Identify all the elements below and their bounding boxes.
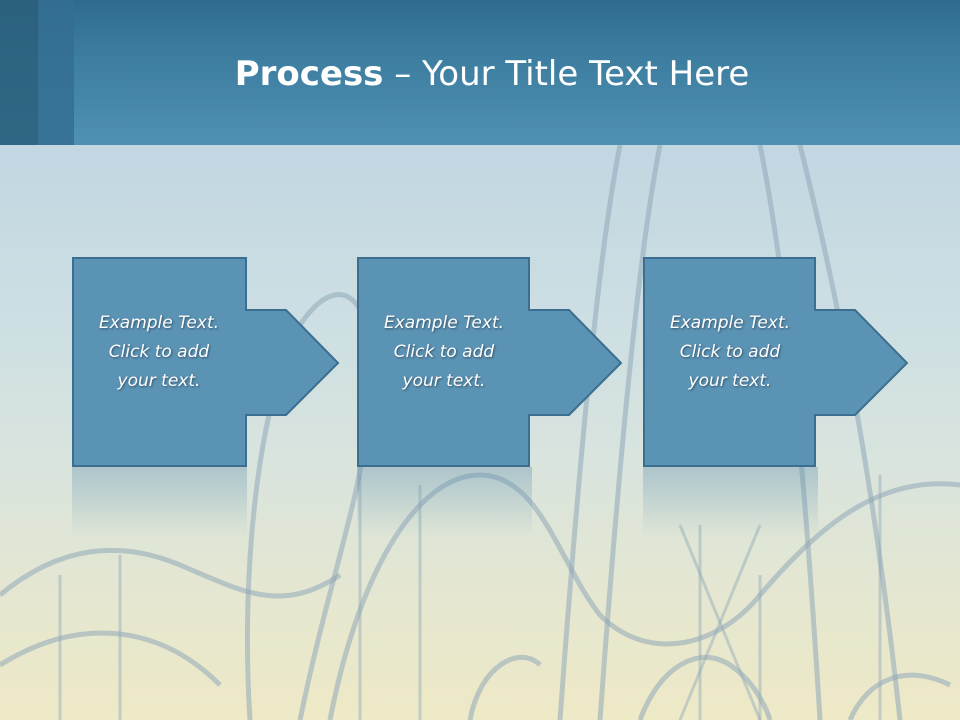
process-step-1[interactable]: Example Text. Click to add your text. — [72, 257, 342, 467]
slide-title[interactable]: Process – Your Title Text Here — [0, 52, 960, 96]
title-bar: Process – Your Title Text Here — [0, 0, 960, 145]
process-step-3[interactable]: Example Text. Click to add your text. — [643, 257, 913, 467]
title-bar-accent-dark — [0, 0, 38, 145]
step-2-arrow-shape — [357, 257, 623, 467]
process-step-2[interactable]: Example Text. Click to add your text. — [357, 257, 627, 467]
step-1-arrow-shape — [72, 257, 340, 467]
step-1-text[interactable]: Example Text. Click to add your text. — [98, 313, 220, 391]
slide-title-rest: – Your Title Text Here — [383, 54, 750, 94]
slide-title-bold: Process — [234, 54, 384, 94]
step-1-reflection — [72, 467, 247, 537]
step-3-reflection — [643, 467, 818, 537]
step-2-reflection — [357, 467, 532, 537]
step-2-text[interactable]: Example Text. Click to add your text. — [383, 313, 505, 391]
title-bar-accent-light — [38, 0, 74, 145]
step-3-text[interactable]: Example Text. Click to add your text. — [669, 313, 791, 391]
step-3-arrow-shape — [643, 257, 909, 467]
